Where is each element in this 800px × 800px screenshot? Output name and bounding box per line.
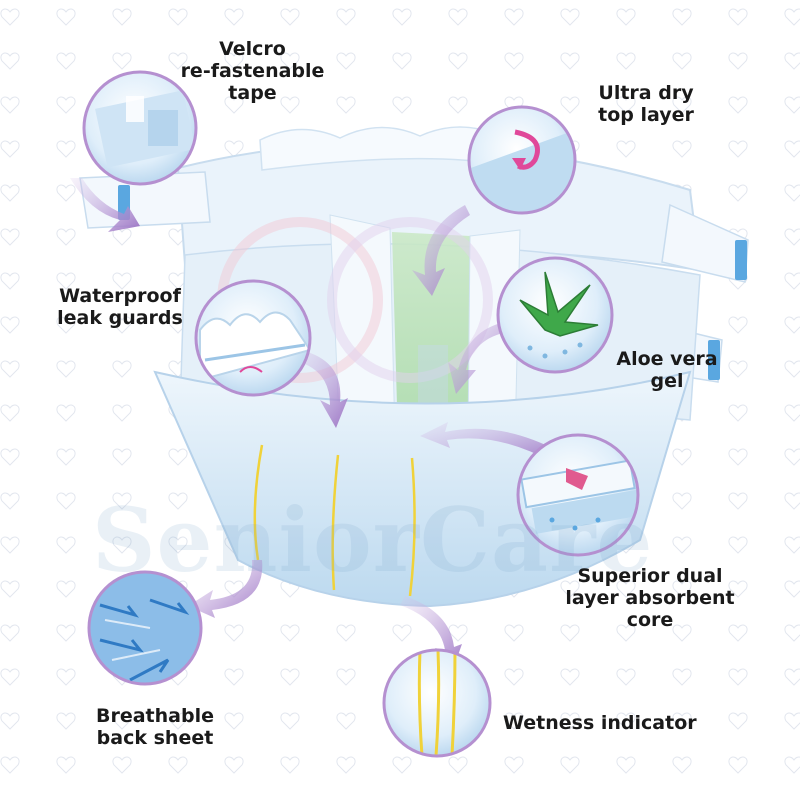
label-velcro-line1: Velcro: [219, 38, 286, 60]
leak-guard-zoom-circle: [194, 279, 312, 397]
label-aloe: Aloe vera gel: [612, 348, 722, 392]
back-sheet-zoom-circle: [87, 570, 203, 686]
label-aloe-line1: Aloe vera: [616, 348, 718, 370]
arrow-aloe: [448, 322, 508, 394]
label-waterproof: Waterproof leak guards: [50, 285, 190, 329]
label-wetness: Wetness indicator: [503, 712, 697, 734]
arrow-back-sheet: [188, 560, 263, 618]
wetness-zoom-circle: [382, 648, 492, 758]
label-aloe-line2: gel: [650, 370, 684, 392]
watermark-brand: SeniorCare: [92, 488, 654, 592]
right-tape-upper-tab: [735, 240, 747, 280]
label-core-line2: layer absorbent: [565, 587, 735, 609]
ultra-dry-zoom-circle: [467, 105, 577, 215]
label-core-line3: core: [626, 609, 674, 631]
right-tape-upper: [661, 203, 749, 283]
waistband: [259, 126, 506, 171]
label-waterproof-line2: leak guards: [57, 307, 183, 329]
right-tape-lower-tab: [708, 340, 720, 380]
label-core: Superior dual layer absorbent core: [560, 565, 740, 631]
arrow-velcro: [70, 178, 140, 232]
label-breathable: Breathable back sheet: [80, 705, 230, 749]
watermark-heart-right: [327, 217, 493, 383]
aloe-zoom-circle: [496, 256, 614, 374]
label-velcro-line2: re-fastenable: [180, 60, 325, 82]
label-ultra-dry-line1: Ultra dry: [598, 82, 694, 104]
label-velcro: Velcro re-fastenable tape: [165, 38, 340, 104]
label-waterproof-line1: Waterproof: [59, 285, 181, 307]
arrow-leak-guards: [292, 350, 348, 428]
label-breathable-line2: back sheet: [96, 727, 214, 749]
wetness-line-2: [331, 454, 340, 591]
velcro-zoom-circle: [82, 70, 198, 186]
label-core-line1: Superior dual: [577, 565, 723, 587]
arrow-core: [420, 422, 560, 462]
label-ultra-dry-line2: top layer: [598, 104, 694, 126]
label-velcro-line3: tape: [228, 82, 277, 104]
wetness-line-1: [253, 444, 264, 561]
label-ultra-dry: Ultra dry top layer: [586, 82, 706, 126]
absorbent-pad: [392, 232, 470, 440]
core-zoom-circle: [516, 433, 640, 557]
wetness-line-3: [408, 457, 416, 597]
label-breathable-line1: Breathable: [96, 705, 214, 727]
arrow-ultra-dry: [412, 205, 470, 296]
